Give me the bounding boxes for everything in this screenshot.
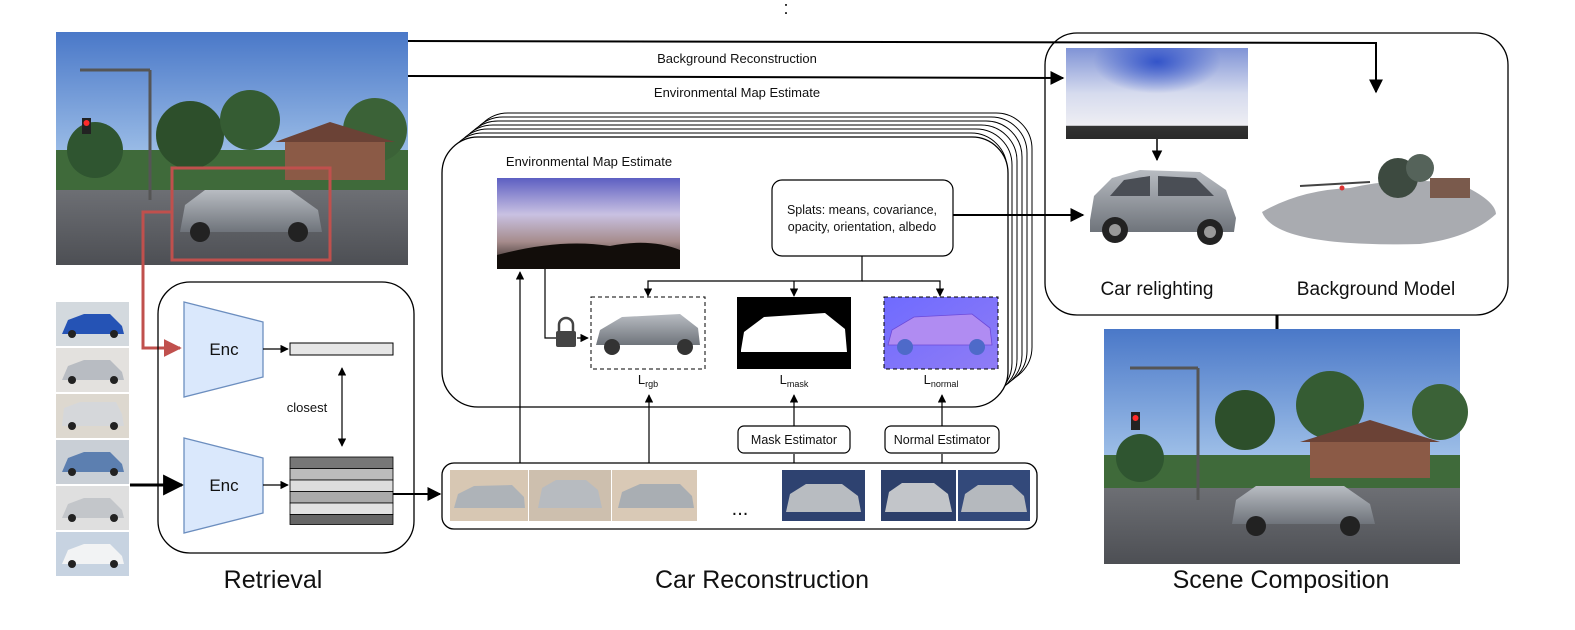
encoder-bottom-label: Enc [209,476,239,495]
lock-icon [556,316,576,347]
images-ellipsis: ... [732,498,749,520]
encoder-bottom [183,437,264,534]
car-reconstruction-title: Car Reconstruction [655,566,869,594]
splats-line-1: Splats: means, covariance, [787,203,937,217]
relit-car-image [1090,170,1236,245]
input-scene-photo [56,32,408,265]
query-embedding [289,342,394,356]
loss-normal: Lnormal [924,372,959,389]
closest-label: closest [287,400,328,415]
normal-estimator-label: Normal Estimator [894,433,991,447]
splats-box [771,179,954,257]
composed-scene-photo [1104,329,1468,564]
scene-composition-title: Scene Composition [1173,566,1390,594]
top-mark: : [783,0,788,18]
background-model-image [1262,154,1496,245]
car-photos-left [450,470,697,521]
encoder-top-label: Enc [209,340,239,359]
retrieval-gallery [56,302,129,576]
car-photos-right [782,470,1030,521]
env-map-label: Environmental Map Estimate [506,154,672,169]
retrieval-panel [157,281,415,554]
environmental-map-estimate-arrow-label: Environmental Map Estimate [654,85,820,100]
car-relighting-label: Car relighting [1101,279,1214,300]
loss-rgb: Lrgb [638,372,658,389]
loss-mask: Lmask [780,372,809,389]
retrieval-title: Retrieval [224,566,323,594]
mask-estimator-label: Mask Estimator [751,433,837,447]
background-model-label: Background Model [1297,279,1455,300]
background-reconstruction-label: Background Reconstruction [657,51,817,66]
env-map-estimate-image [1066,48,1248,139]
encoder-top [183,301,264,398]
gallery-embeddings [289,456,394,525]
splats-line-2: opacity, orientation, albedo [788,220,937,234]
